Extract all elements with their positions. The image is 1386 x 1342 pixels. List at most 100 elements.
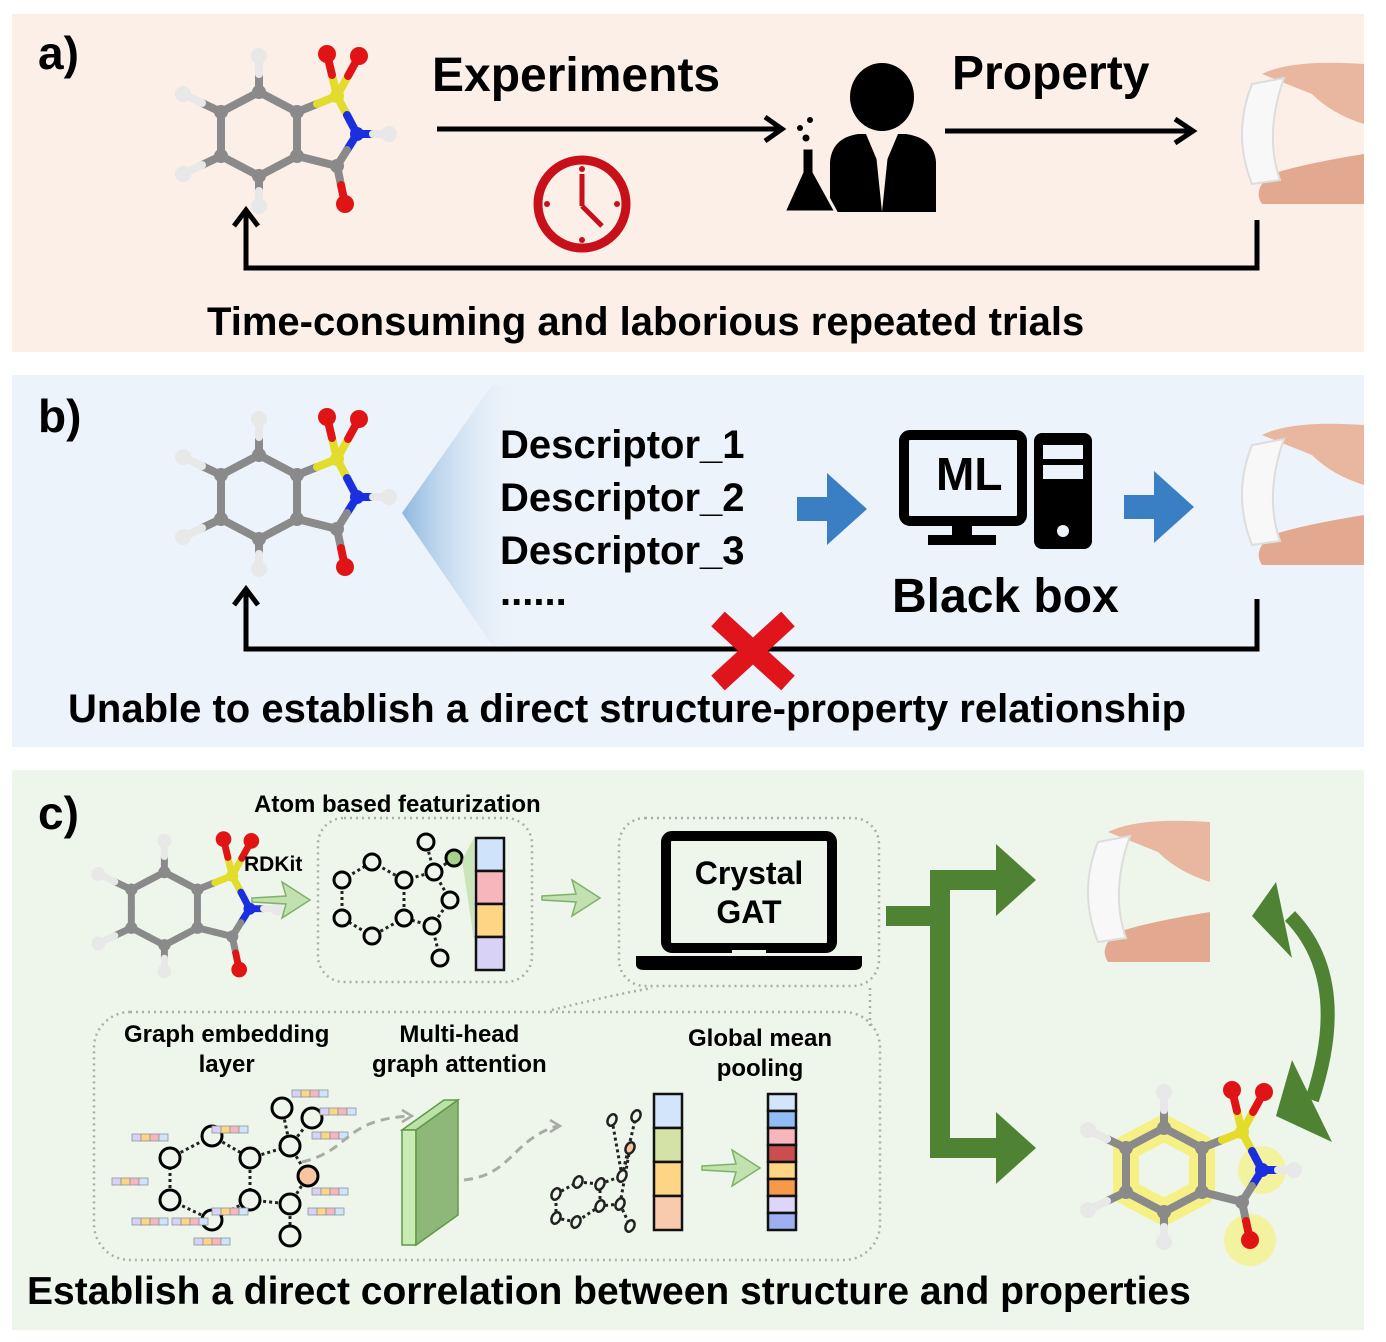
- atom: [1195, 1185, 1209, 1199]
- atom: [350, 47, 368, 65]
- clock-icon: [533, 155, 631, 253]
- atom: [91, 936, 106, 951]
- atom: [1235, 1125, 1249, 1139]
- white-sample: [1241, 76, 1286, 186]
- atom: [214, 149, 228, 163]
- vector-cell: [766, 1143, 798, 1164]
- graph-edge: [610, 1119, 624, 1177]
- vector-cell: [474, 935, 506, 972]
- panel-b-label: b): [38, 390, 82, 442]
- atom: [1119, 1141, 1133, 1155]
- graph-node: [394, 908, 414, 928]
- feature-chip: [238, 1125, 249, 1134]
- finger: [1104, 912, 1210, 962]
- molecular-graph: [332, 832, 474, 968]
- panel-b-caption: Unable to establish a direct structure-p…: [68, 687, 1187, 731]
- atom: [330, 452, 344, 466]
- vector-cell: [766, 1109, 798, 1130]
- descriptor-wedge: [402, 385, 522, 645]
- vector-cell: [766, 1194, 798, 1215]
- molecule-icon: [91, 831, 285, 979]
- atom: [175, 449, 191, 465]
- graph-node: [624, 1219, 636, 1233]
- ml-label: ML: [936, 448, 1003, 500]
- atom: [214, 468, 228, 482]
- attention-layer-slab: [399, 1098, 461, 1247]
- feature-chip: [198, 1217, 209, 1226]
- descriptor-ellipsis: ......: [500, 570, 567, 614]
- graph-node: [394, 870, 414, 890]
- feature-chip: [334, 1207, 345, 1216]
- atom: [191, 883, 204, 896]
- feature-chip: [158, 1217, 169, 1226]
- attention-label: Multi-head graph attention: [372, 1020, 547, 1080]
- attention-feature-vector: [652, 1092, 684, 1232]
- attention-label-line1: Multi-head: [399, 1021, 520, 1048]
- vector-cell: [652, 1194, 684, 1232]
- graph-node: [362, 852, 382, 872]
- atom: [1195, 1141, 1209, 1155]
- atom: [231, 961, 247, 978]
- atom: [158, 866, 171, 879]
- hand-holding-sample: [1241, 62, 1364, 204]
- atom: [175, 86, 191, 102]
- atom: [214, 105, 228, 119]
- red-cross-icon: [711, 611, 795, 691]
- atom: [125, 921, 138, 934]
- atom: [1119, 1185, 1133, 1199]
- atom: [318, 45, 336, 63]
- graph-node: [594, 1199, 606, 1213]
- hand-holding-sample: [1087, 820, 1210, 962]
- green-arrow-icon: [251, 880, 312, 920]
- vector-cell: [474, 902, 506, 939]
- scientist-flask-icon: [781, 63, 936, 214]
- laptop-icon: [636, 831, 862, 970]
- atom: [251, 561, 267, 577]
- atom: [252, 532, 266, 546]
- property-label: Property: [952, 47, 1150, 100]
- atom: [1223, 1081, 1241, 1099]
- graph-node: [624, 1141, 636, 1155]
- vector-cell: [652, 1160, 684, 1198]
- feature-chip: [346, 1107, 357, 1116]
- green-arrow-shape: [701, 1148, 762, 1188]
- thumb: [1262, 423, 1364, 485]
- atom: [157, 964, 172, 979]
- panel-c: c) Atom based featurization RDKit Crysta…: [12, 770, 1364, 1330]
- atom: [91, 866, 106, 881]
- atom: [251, 411, 267, 427]
- gnn-detail-box: [92, 1010, 882, 1262]
- arrow-to-scientist: [437, 114, 787, 144]
- graph-node: [614, 1197, 626, 1211]
- graph-node: [550, 1187, 562, 1201]
- experiments-label: Experiments: [432, 49, 721, 102]
- atom: [226, 869, 239, 882]
- atom: [1255, 1163, 1269, 1177]
- feature-chip: [238, 1207, 249, 1216]
- thumb: [1108, 820, 1210, 882]
- molecule-icon: [175, 45, 397, 214]
- green-arrow-icon: [701, 1148, 762, 1188]
- atom: [252, 169, 266, 183]
- atom: [330, 522, 344, 536]
- descriptor-item: Descriptor_2: [500, 476, 745, 520]
- graph-node: [332, 908, 352, 928]
- atom: [350, 127, 364, 141]
- finger: [1258, 154, 1364, 204]
- feature-chip: [158, 1133, 169, 1142]
- feature-chip: [318, 1089, 329, 1098]
- graph-node: [416, 832, 436, 852]
- graph-node: [362, 926, 382, 946]
- graph-node: [430, 948, 450, 968]
- graph-node: [332, 870, 352, 890]
- atom: [290, 512, 304, 526]
- embedding-label-line2: layer: [198, 1051, 255, 1078]
- graph-node: [238, 1188, 262, 1212]
- featurization-label: Atom based featurization: [254, 791, 541, 818]
- graph-node: [550, 1211, 562, 1225]
- atom: [175, 529, 191, 545]
- feature-chip: [220, 1237, 231, 1246]
- green-arrow-shape: [541, 878, 602, 918]
- atom: [350, 410, 368, 428]
- bidirectional-curved-arrow: [1252, 882, 1335, 1142]
